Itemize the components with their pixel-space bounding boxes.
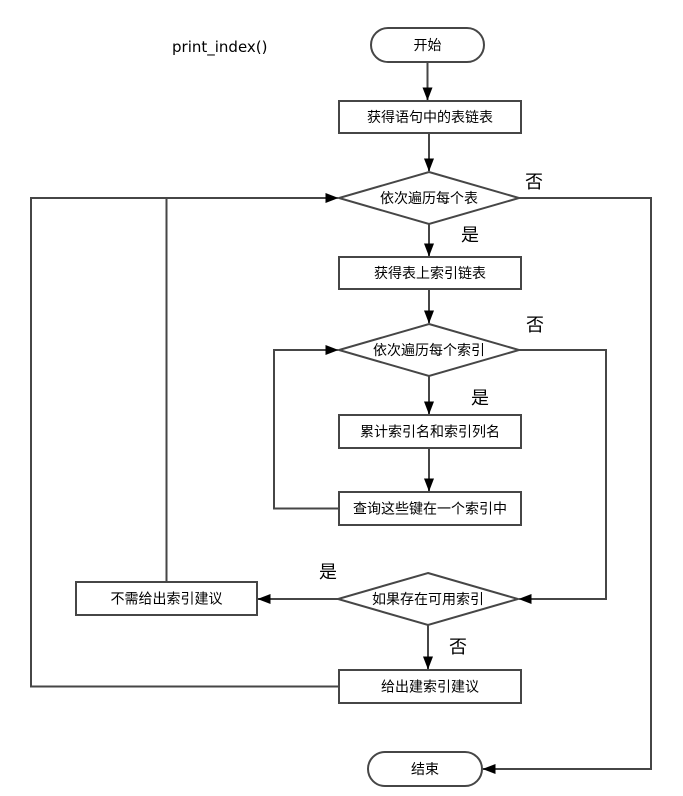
end-label: 结束 bbox=[411, 762, 439, 778]
node-accumulate: 累计索引名和索引列名 bbox=[338, 414, 522, 449]
loop-indexes-decision-shape bbox=[335, 322, 523, 378]
end-terminator-shape bbox=[367, 751, 483, 787]
node-end: 结束 bbox=[367, 751, 483, 787]
get-table-list-shape bbox=[338, 100, 522, 134]
get-index-list-label: 获得表上索引链表 bbox=[374, 265, 486, 282]
node-give-advice: 给出建索引建议 bbox=[338, 669, 522, 704]
query-keys-shape bbox=[338, 491, 522, 526]
edge-query-keys-loopback-to-loop-indexes bbox=[273, 345, 339, 510]
accumulate-label: 累计索引名和索引列名 bbox=[360, 424, 500, 441]
edge-give-advice-loopback-to-loop-tables bbox=[30, 193, 339, 688]
check-usable-decision-shape bbox=[334, 571, 522, 627]
node-get-index-list: 获得表上索引链表 bbox=[338, 256, 522, 290]
accumulate-shape bbox=[338, 414, 522, 449]
loop-indexes-yes-label: 是 bbox=[471, 388, 489, 409]
diagram-title: print_index() bbox=[172, 38, 268, 57]
loop-tables-yes-label: 是 bbox=[461, 225, 479, 246]
loop-tables-label: 依次遍历每个表 bbox=[380, 191, 478, 207]
check-usable-no-label: 否 bbox=[449, 637, 467, 658]
check-usable-label: 如果存在可用索引 bbox=[372, 591, 484, 608]
edge-loop-indexes-no-to-check-usable bbox=[518, 349, 607, 604]
node-check-usable: 如果存在可用索引 bbox=[334, 571, 522, 627]
get-index-list-shape bbox=[338, 256, 522, 290]
query-keys-label: 查询这些键在一个索引中 bbox=[353, 501, 507, 518]
loop-tables-no-label: 否 bbox=[525, 172, 543, 193]
get-table-list-label: 获得语句中的表链表 bbox=[367, 109, 493, 126]
node-get-table-list: 获得语句中的表链表 bbox=[338, 100, 522, 134]
give-advice-label: 给出建索引建议 bbox=[381, 679, 479, 696]
no-advice-label: 不需给出索引建议 bbox=[111, 591, 223, 608]
loop-tables-decision-shape bbox=[335, 170, 523, 226]
no-advice-shape bbox=[75, 581, 258, 616]
loop-indexes-label: 依次遍历每个索引 bbox=[373, 342, 485, 359]
node-start: 开始 bbox=[370, 27, 485, 63]
start-label: 开始 bbox=[414, 38, 442, 54]
edge-loop-tables-no-to-end bbox=[482, 197, 652, 774]
give-advice-shape bbox=[338, 669, 522, 704]
node-query-keys: 查询这些键在一个索引中 bbox=[338, 491, 522, 526]
node-loop-indexes: 依次遍历每个索引 bbox=[335, 322, 523, 378]
loop-indexes-no-label: 否 bbox=[526, 315, 544, 336]
node-no-advice: 不需给出索引建议 bbox=[75, 581, 258, 616]
check-usable-yes-label: 是 bbox=[319, 562, 337, 583]
node-loop-tables: 依次遍历每个表 bbox=[335, 170, 523, 226]
start-terminator-shape bbox=[370, 27, 485, 63]
